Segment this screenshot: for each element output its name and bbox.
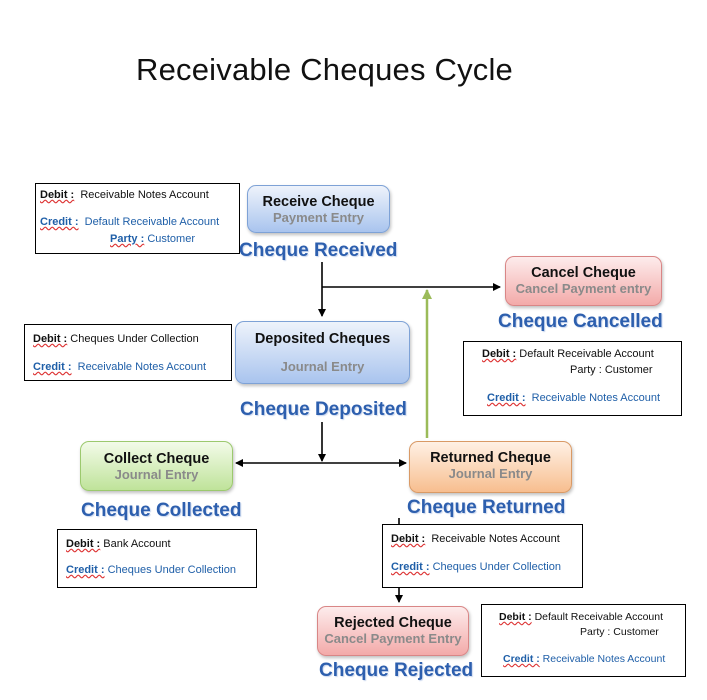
- party-line: Party : Customer: [110, 233, 195, 245]
- credit-line: Credit : Cheques Under Collection: [391, 561, 561, 573]
- collect-cheque-title: Collect Cheque: [103, 451, 210, 467]
- cancel-cheque-sub: Cancel Payment entry: [515, 281, 652, 296]
- status-cheque-cancelled: Cheque Cancelled: [498, 311, 663, 332]
- receive-cheque-node[interactable]: Receive Cheque Payment Entry: [247, 185, 390, 233]
- party-line: Party : Customer: [570, 364, 653, 376]
- entry-box-cancel: Debit : Default Receivable Account Party…: [463, 341, 682, 416]
- returned-cheque-sub: Journal Entry: [448, 466, 533, 481]
- diagram-title: Receivable Cheques Cycle: [136, 52, 513, 87]
- cancel-cheque-title: Cancel Cheque: [531, 265, 636, 281]
- entry-box-receive: Debit : Receivable Notes Account Credit …: [35, 183, 240, 254]
- collect-cheque-sub: Journal Entry: [114, 467, 199, 482]
- rejected-cheque-title: Rejected Cheque: [334, 615, 452, 631]
- deposited-cheques-title: Deposited Cheques: [254, 331, 391, 347]
- status-cheque-received: Cheque Received: [239, 240, 398, 261]
- credit-line: Credit : Receivable Notes Account: [503, 653, 666, 665]
- debit-line: Debit : Receivable Notes Account: [391, 533, 560, 545]
- credit-line: Credit : Receivable Notes Account: [487, 392, 661, 404]
- entry-box-rejected: Debit : Default Receivable Account Party…: [481, 604, 686, 677]
- entry-box-collect: Debit : Bank Account Credit : Cheques Un…: [57, 529, 257, 588]
- credit-line: Credit : Receivable Notes Account: [33, 361, 207, 373]
- cancel-cheque-node[interactable]: Cancel Cheque Cancel Payment entry: [505, 256, 662, 306]
- party-line: Party : Customer: [580, 626, 659, 638]
- credit-line: Credit : Default Receivable Account: [40, 216, 220, 228]
- debit-line: Debit : Default Receivable Account: [482, 348, 654, 360]
- debit-line: Debit : Bank Account: [66, 538, 171, 550]
- status-cheque-rejected: Cheque Rejected: [319, 660, 474, 681]
- status-cheque-returned: Cheque Returned: [407, 497, 566, 518]
- entry-box-returned: Debit : Receivable Notes Account Credit …: [382, 524, 583, 588]
- returned-cheque-title: Returned Cheque: [430, 450, 551, 466]
- receive-cheque-sub: Payment Entry: [272, 210, 365, 225]
- entry-box-deposited: Debit : Cheques Under Collection Credit …: [24, 324, 232, 381]
- status-cheque-collected: Cheque Collected: [81, 500, 242, 521]
- debit-line: Debit : Default Receivable Account: [499, 611, 664, 623]
- receive-cheque-title: Receive Cheque: [262, 194, 375, 210]
- debit-line: Debit : Receivable Notes Account: [40, 189, 209, 201]
- rejected-cheque-sub: Cancel Payment Entry: [324, 631, 462, 646]
- status-cheque-deposited: Cheque Deposited: [240, 399, 407, 420]
- returned-cheque-node[interactable]: Returned Cheque Journal Entry: [409, 441, 572, 493]
- deposited-cheques-node[interactable]: Deposited Cheques Journal Entry: [235, 321, 410, 384]
- rejected-cheque-node[interactable]: Rejected Cheque Cancel Payment Entry: [317, 606, 469, 656]
- collect-cheque-node[interactable]: Collect Cheque Journal Entry: [80, 441, 233, 491]
- deposited-cheques-sub: Journal Entry: [280, 359, 365, 374]
- debit-line: Debit : Cheques Under Collection: [33, 333, 199, 345]
- credit-line: Credit : Cheques Under Collection: [66, 564, 236, 576]
